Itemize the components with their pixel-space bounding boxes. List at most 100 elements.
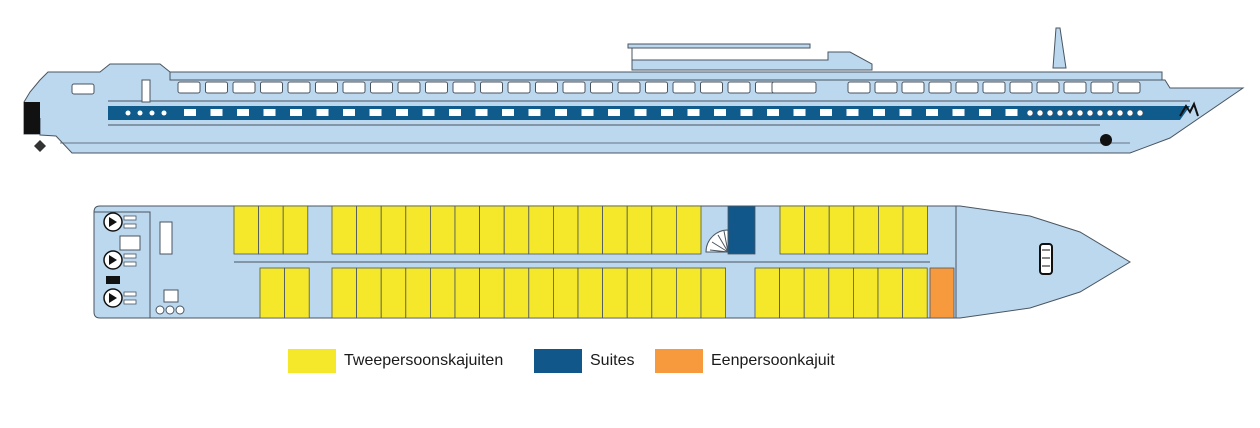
- upper-window: [397, 81, 421, 94]
- upper-window-wide: [771, 81, 817, 94]
- upper-window: [205, 81, 228, 94]
- porthole: [1096, 109, 1104, 117]
- upper-window: [425, 81, 448, 94]
- double-cabin: [828, 267, 854, 319]
- stripe-window: [899, 109, 912, 116]
- upper-window: [452, 81, 476, 94]
- double-cabin: [828, 205, 855, 255]
- upper-window: [1063, 81, 1087, 94]
- porthole: [1086, 109, 1094, 117]
- double-cabin: [577, 267, 604, 319]
- double-cabin: [651, 267, 677, 319]
- stripe-window: [184, 109, 196, 116]
- double-cabin: [626, 267, 653, 319]
- double-cabin: [626, 205, 653, 255]
- stripe-window: [502, 109, 514, 116]
- upper-window: [177, 81, 201, 94]
- upper-window: [1117, 81, 1141, 94]
- stripe-window: [793, 109, 806, 116]
- stripe-window: [1005, 109, 1018, 116]
- stripe-window: [449, 109, 461, 116]
- legend-label-suite: Suites: [590, 352, 635, 369]
- legend-item-single: Eenpersoonkajuit: [655, 348, 835, 374]
- ship-side-view: [23, 27, 1245, 154]
- double-cabin: [454, 267, 481, 319]
- stripe-window: [661, 109, 673, 116]
- double-cabin: [380, 267, 407, 319]
- stripe-window: [396, 109, 408, 116]
- double-cabin: [700, 267, 727, 319]
- double-cabin: [853, 267, 879, 319]
- wheelhouse: [631, 48, 873, 71]
- double-cabin: [528, 205, 554, 255]
- porthole: [1126, 109, 1134, 117]
- stripe-window: [237, 109, 249, 116]
- upper-window: [590, 81, 613, 94]
- double-cabin: [380, 205, 407, 255]
- legend-label-single: Eenpersoonkajuit: [711, 352, 835, 369]
- upper-window: [562, 81, 586, 94]
- upper-window: [287, 81, 311, 94]
- double-cabin: [479, 267, 505, 319]
- stripe-window: [555, 109, 567, 116]
- upper-windows: [177, 81, 1141, 94]
- upper-window: [874, 81, 898, 94]
- porthole: [1136, 109, 1144, 117]
- double-cabin: [429, 267, 456, 319]
- porthole: [149, 110, 155, 116]
- stripe-window: [608, 109, 620, 116]
- double-cabin: [282, 205, 309, 255]
- porthole: [1066, 109, 1074, 117]
- engine-part: [123, 299, 137, 305]
- anchor-icon: [1179, 101, 1199, 117]
- double-cabin: [779, 267, 805, 319]
- double-cabin: [676, 205, 702, 255]
- stripe-window: [528, 109, 541, 116]
- upper-window: [1009, 81, 1033, 94]
- stripe-windows: [184, 109, 1018, 116]
- porthole: [137, 110, 143, 116]
- stern-stair: [159, 221, 173, 255]
- double-cabin: [804, 205, 830, 255]
- stern-window: [71, 83, 95, 95]
- stripe-window: [263, 109, 276, 116]
- legend-item-suite: Suites: [534, 348, 634, 374]
- upper-window: [342, 81, 366, 94]
- double-cabin: [878, 205, 904, 255]
- upper-window: [480, 81, 503, 94]
- double-cabin: [754, 267, 781, 319]
- stripe-window: [873, 109, 885, 116]
- legend-swatch-single: [655, 349, 703, 373]
- double-cabin: [553, 205, 579, 255]
- upper-window: [1090, 81, 1114, 94]
- double-cabin: [577, 205, 604, 255]
- double-cabin: [284, 267, 310, 319]
- stripe-window: [926, 109, 938, 116]
- upper-window: [727, 81, 751, 94]
- porthole: [1116, 109, 1124, 117]
- upper-window: [232, 81, 256, 94]
- stripe-window: [846, 109, 859, 116]
- double-cabin: [405, 205, 431, 255]
- double-cabin: [602, 267, 628, 319]
- legend-item-double: Tweepersoonskajuiten: [288, 348, 503, 374]
- stripe-window: [343, 109, 355, 116]
- upper-window: [617, 81, 641, 94]
- porthole: [1056, 109, 1064, 117]
- upper-window: [370, 81, 393, 94]
- stern-box: [119, 235, 141, 251]
- single-cabin: [929, 267, 955, 319]
- stern-tanks: [155, 305, 185, 315]
- stern-block: [24, 102, 40, 134]
- stripe-window: [952, 109, 965, 116]
- double-cabin: [877, 267, 904, 319]
- double-cabin: [356, 205, 382, 255]
- engine-part: [123, 261, 137, 267]
- engine-arrow: [109, 255, 117, 265]
- stripe-window: [422, 109, 435, 116]
- upper-deck-band: [169, 71, 1163, 81]
- upper-window: [315, 81, 338, 94]
- portholes: [125, 109, 1144, 117]
- double-cabin: [902, 267, 928, 319]
